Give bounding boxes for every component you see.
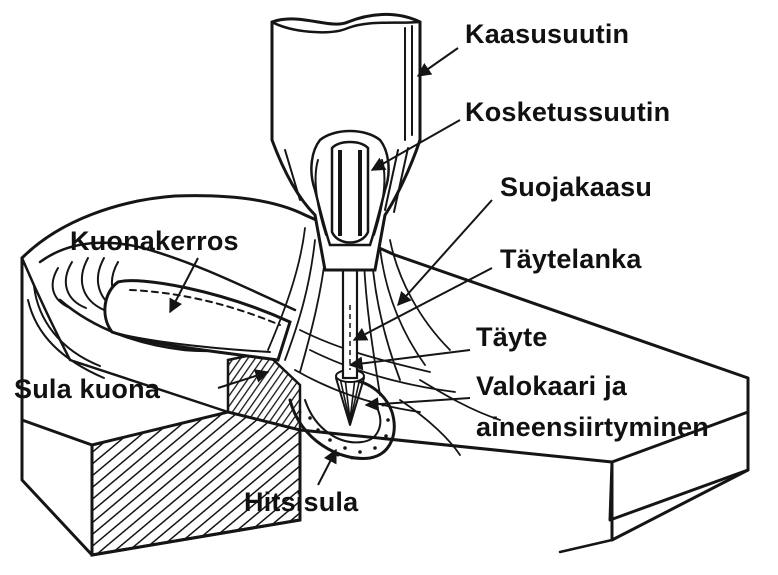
welding-torch — [272, 14, 420, 270]
leader-suojakaasu — [398, 200, 492, 305]
plate-cross-section — [92, 412, 300, 555]
leader-hitsisula — [318, 450, 336, 485]
slag-layer — [105, 281, 290, 360]
label-suojakaasu: Suojakaasu — [500, 172, 652, 202]
label-kaasusuutin: Kaasusuutin — [465, 19, 629, 49]
label-valokaari-line2: aineensiirtyminen — [476, 412, 709, 442]
label-valokaari-line1: Valokaari ja — [476, 371, 628, 401]
leader-tayte — [350, 350, 470, 365]
label-kuonakerros: Kuonakerros — [70, 226, 239, 256]
label-taytelanka: Täytelanka — [500, 244, 642, 274]
label-tayte: Täyte — [476, 322, 548, 352]
leader-kaasusuutin — [418, 48, 458, 76]
leader-valokaari — [366, 398, 470, 405]
label-hitsisula: Hitsisula — [244, 487, 359, 517]
label-sula-kuona: Sula kuona — [14, 374, 161, 404]
weld-bead — [28, 243, 295, 378]
shielding-gas-flow — [268, 228, 500, 455]
label-kosketussuutin: Kosketussuutin — [465, 97, 670, 127]
contact-tip — [332, 142, 368, 243]
